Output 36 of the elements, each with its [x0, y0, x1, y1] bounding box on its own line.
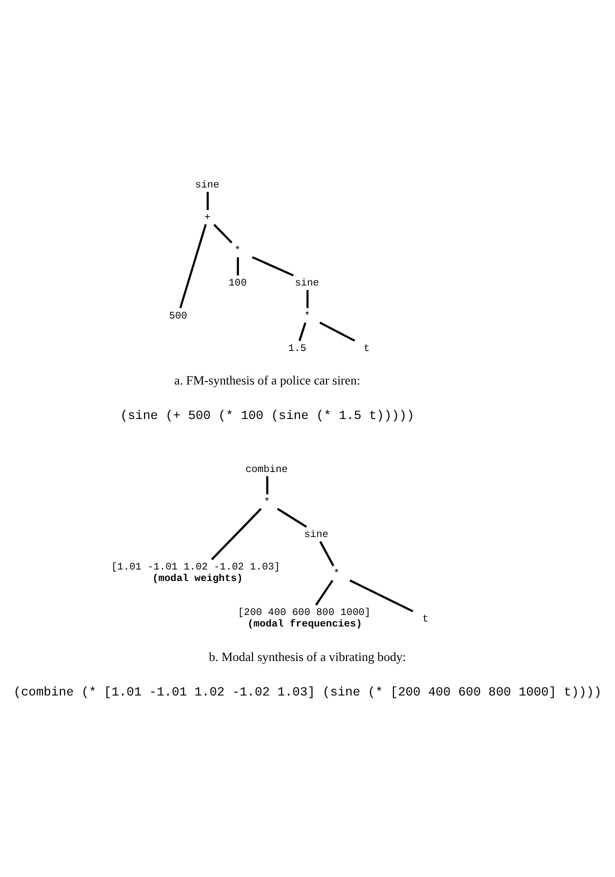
connector	[298, 322, 306, 341]
connector	[350, 579, 414, 612]
node-text: +	[204, 212, 210, 224]
node-text: *	[333, 568, 340, 580]
node-text: sine	[294, 278, 320, 290]
label: (combine (* [1.01 -1.01 1.02 -1.02 1.03] (sine (* [200 400 600 800 1000] t))))	[13, 685, 602, 700]
connector	[319, 540, 334, 566]
node-text: *	[264, 496, 270, 508]
connector	[306, 290, 309, 308]
node-text: sine	[304, 530, 328, 541]
node-text: 100	[228, 278, 247, 290]
node-text: [1.01 -1.01 1.02 -1.02 1.03]	[111, 562, 280, 573]
connector	[266, 476, 268, 494]
connector	[179, 224, 207, 308]
node-text: *	[304, 310, 310, 322]
node-text: t	[422, 614, 428, 625]
node-text: *	[234, 245, 241, 256]
label: (sine (+ 500 (* 100 (sine (* 1.5 t)))))	[120, 408, 414, 422]
node-label: (modal frequencies)	[248, 619, 362, 630]
connector	[276, 507, 308, 528]
node-label: (modal weights)	[152, 574, 243, 585]
connector	[236, 256, 239, 275]
label: b. Modal synthesis of a vibrating body:	[208, 650, 406, 664]
connector	[206, 191, 209, 210]
node-text: t	[364, 344, 370, 355]
connector	[315, 579, 334, 606]
connector	[213, 223, 232, 243]
connector	[210, 508, 262, 560]
connector	[319, 321, 356, 342]
node-text: sine	[195, 180, 220, 191]
node-text: 1.5	[288, 344, 306, 355]
node-text: combine	[245, 464, 288, 476]
node-text: 500	[169, 310, 188, 322]
connector	[252, 256, 294, 276]
node-text: [200 400 600 800 1000]	[238, 607, 371, 618]
label: a. FM-synthesis of a police car siren:	[174, 372, 360, 387]
